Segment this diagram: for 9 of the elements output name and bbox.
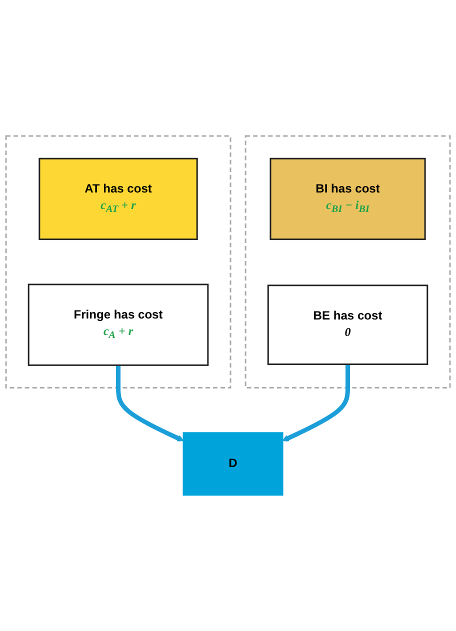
cluster [5, 135, 232, 389]
arrow [282, 364, 350, 442]
cluster [244, 135, 451, 389]
node-box: D [182, 432, 284, 496]
node-box: Fringe has cost c$_{A}$ + r [28, 284, 209, 366]
node-box: AT has cost c$_{AT}$ + r [38, 158, 198, 240]
arrow [116, 365, 184, 442]
node-box: BI has cost c$_{BI}$ − i$_{BI}$ [270, 158, 426, 240]
node-box: BE has cost 0 [267, 284, 428, 366]
